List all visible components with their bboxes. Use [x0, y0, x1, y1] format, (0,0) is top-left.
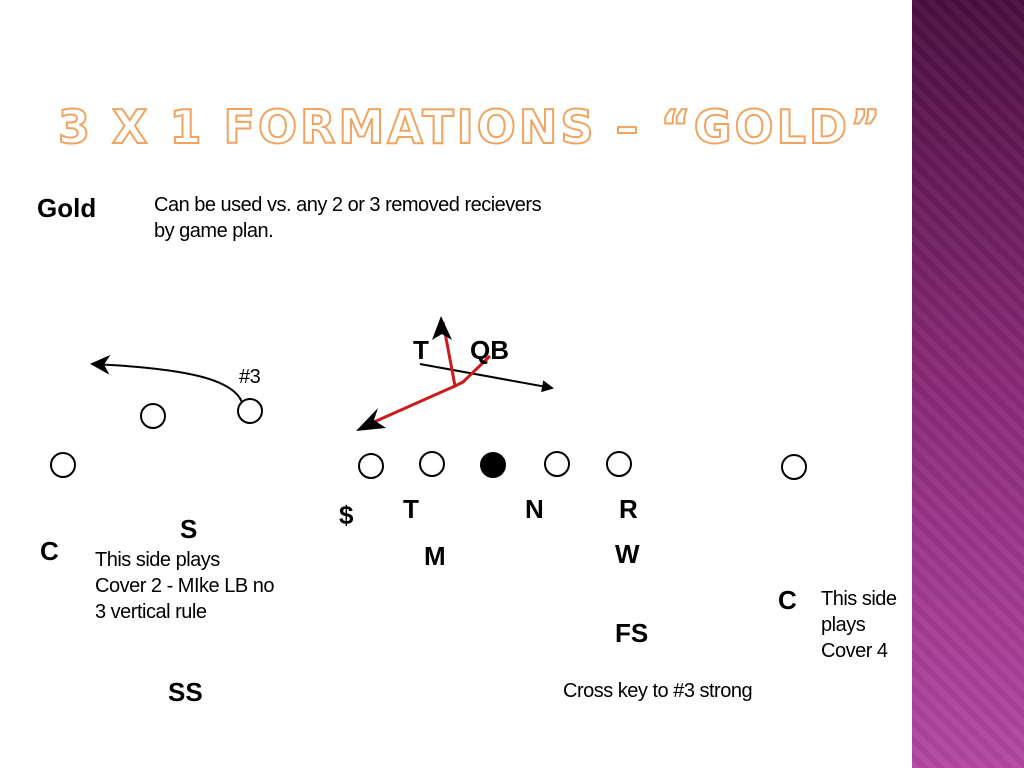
dollar-label: $	[339, 500, 354, 530]
right-note-line-2: plays	[821, 614, 866, 636]
gold-label: Gold	[37, 193, 97, 223]
free-safety-label: FS	[615, 618, 649, 648]
corner-right-label: C	[778, 585, 797, 615]
qb-motion-arrow	[419, 363, 554, 393]
slide-title: 3 x 1 Formations – “Gold”	[57, 99, 884, 155]
lineman-circle-2	[419, 451, 445, 477]
cross-key-note: Cross key to #3 strong	[563, 680, 753, 702]
red-route-up	[441, 321, 492, 389]
right-note-line-1: This side	[821, 588, 897, 610]
description-line-1: Can be used vs. any 2 or 3 removed recie…	[154, 194, 542, 216]
receiver-route-arrow	[90, 354, 244, 407]
left-note-line-1: This side plays	[95, 549, 220, 571]
receiver-tag: #3	[239, 366, 261, 388]
sam-label: S	[180, 514, 198, 544]
te-label: T	[413, 335, 429, 365]
strong-safety-label: SS	[168, 677, 203, 707]
left-note-line-3: 3 vertical rule	[95, 601, 207, 623]
left-arrowhead	[356, 408, 386, 431]
red-route-down	[364, 384, 456, 428]
receiver-circle-wide-right	[781, 454, 807, 480]
receiver-circle-slot	[140, 403, 166, 429]
right-note-line-3: Cover 4	[821, 640, 888, 662]
rush-label: R	[619, 494, 638, 524]
left-note-line-2: Cover 2 - MIke LB no	[95, 575, 274, 597]
nose-label: N	[525, 494, 544, 524]
up-arrowhead	[432, 316, 452, 340]
description-line-2: by game plan.	[154, 220, 274, 242]
will-label: W	[615, 539, 640, 569]
corner-left-label: C	[40, 536, 59, 566]
side-band	[912, 0, 1024, 768]
tackle-label: T	[403, 494, 419, 524]
center-ball-circle	[480, 452, 506, 478]
lineman-circle-1	[358, 453, 384, 479]
qb-label: QB	[470, 335, 509, 365]
lineman-circle-5	[606, 451, 632, 477]
receiver-circle-3	[237, 398, 263, 424]
lineman-circle-4	[544, 451, 570, 477]
receiver-circle-wide-left	[50, 452, 76, 478]
mike-label: M	[424, 541, 446, 571]
